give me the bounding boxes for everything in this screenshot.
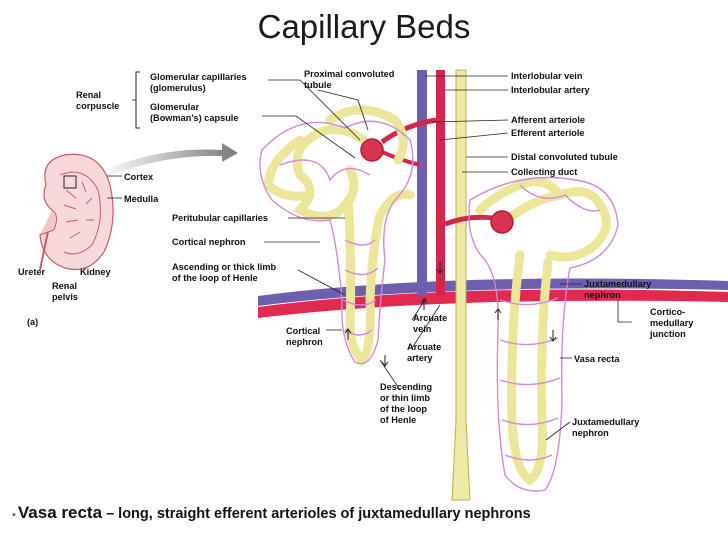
arcuate-artery-band — [258, 289, 728, 318]
zoom-arrow-icon — [100, 143, 238, 178]
juxta-glomerulus — [490, 210, 514, 234]
label-glomerular-capsule: Glomerular (Bowman's) capsule — [150, 102, 238, 123]
label-cortex: Cortex — [124, 172, 154, 182]
label-arcuate-vein: Arcuate vein — [413, 313, 450, 334]
label-cortico-junction: Cortico- medullary junction — [649, 307, 696, 339]
label-arcuate-artery: Arcuate artery — [407, 342, 444, 363]
label-juxta-nephron-2: Juxtamedullary nephron — [572, 417, 642, 438]
kidney-thumbnail — [39, 153, 114, 271]
page-title: Capillary Beds — [257, 8, 471, 45]
bullet-term: Vasa recta — [17, 503, 103, 522]
label-proximal-tubule: Proximal convoluted tubule — [304, 69, 397, 90]
cortical-capillary-mesh — [259, 120, 414, 365]
label-afferent-arteriole: Afferent arteriole — [511, 115, 585, 125]
label-ascending-limb: Ascending or thick limb of the loop of H… — [172, 262, 279, 283]
label-collecting-duct: Collecting duct — [511, 167, 577, 177]
label-ureter: Ureter — [18, 267, 45, 277]
flow-arrows — [344, 262, 557, 367]
collecting-duct-tube — [451, 69, 471, 501]
leader-lines — [107, 75, 632, 441]
label-vasa-recta: Vasa recta — [574, 354, 620, 364]
zoom-region-box — [63, 175, 77, 189]
afferent-arteriole-vessel — [380, 117, 437, 145]
label-juxta-nephron-1: Juxtamedullary nephron — [584, 279, 654, 300]
label-panel: (a) — [27, 317, 38, 327]
label-efferent-arteriole: Efferent arteriole — [511, 128, 585, 138]
label-kidney: Kidney — [80, 267, 112, 277]
cortical-glomerulus — [360, 138, 384, 162]
arcuate-vein-band — [258, 278, 728, 306]
label-glomerular-capillaries: Glomerular capillaries (glomerulus) — [150, 72, 249, 93]
bullet-definition: – long, straight efferent arterioles of … — [102, 506, 531, 522]
label-interlobular-vein: Interlobular vein — [511, 71, 583, 81]
vasa-recta-mesh — [468, 176, 619, 492]
label-renal-pelvis: Renal pelvis — [52, 281, 80, 302]
label-descending-limb: Descending or thin limb of the loop of H… — [380, 382, 435, 425]
label-distal-tubule: Distal convoluted tubule — [511, 152, 618, 162]
renal-corpuscle-bracket — [135, 71, 140, 129]
interlobular-artery-vessel — [436, 70, 445, 296]
definition-bullet: ▪Vasa recta – long, straight efferent ar… — [12, 503, 531, 523]
cortical-nephron-tubules — [263, 105, 415, 367]
label-medulla: Medulla — [124, 194, 159, 204]
label-peritubular: Peritubular capillaries — [172, 213, 268, 223]
interlobular-vein-vessel — [417, 70, 427, 296]
label-cortical-nephron-2: Cortical nephron — [286, 326, 323, 347]
label-interlobular-artery: Interlobular artery — [511, 85, 591, 95]
label-cortical-nephron-1: Cortical nephron — [172, 237, 246, 247]
label-renal-corpuscle: Renal corpuscle — [76, 90, 119, 111]
bullet-marker-icon: ▪ — [12, 509, 16, 521]
